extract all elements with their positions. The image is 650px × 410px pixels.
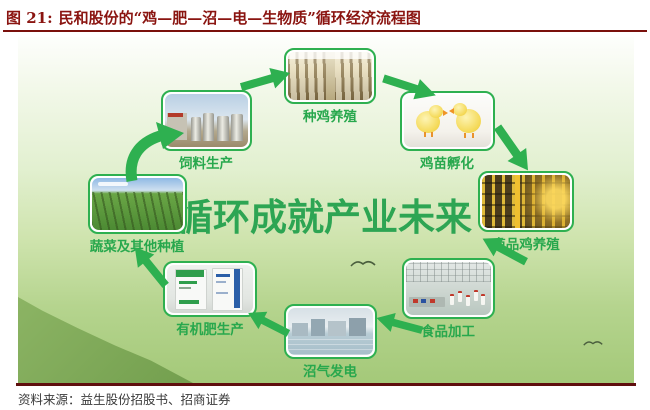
arrow-broiler-to-food-icon	[476, 227, 532, 273]
worker	[449, 294, 454, 305]
node-breeder-farming: 种鸡养殖	[276, 48, 384, 125]
bird-icon	[350, 256, 376, 267]
aisle	[326, 52, 335, 100]
node-biogas-power: 沼气发电	[276, 304, 384, 380]
worker	[465, 295, 470, 306]
food-processing-photo	[401, 258, 495, 319]
bag-green-band	[179, 300, 199, 304]
plant-building	[310, 319, 325, 336]
chick-leg	[430, 132, 433, 137]
chick-leg	[423, 132, 426, 137]
footer-rule	[16, 383, 636, 386]
chick-head	[428, 105, 443, 118]
node-label: 种鸡养殖	[303, 109, 357, 124]
product-item	[429, 299, 435, 303]
breeder-farming-photo	[284, 48, 376, 104]
node-food-processing: 食品加工	[394, 258, 502, 340]
bag-green-band	[176, 270, 204, 277]
arrow-hatch-to-broiler-icon	[486, 119, 540, 179]
diagram-canvas: 循环成就产业未来 饲料生产	[18, 37, 634, 383]
crop-rows	[91, 192, 183, 230]
arrow-feed-to-breeder-icon	[237, 60, 294, 99]
product-item	[412, 299, 418, 303]
node-chick-hatching: 鸡苗孵化	[392, 91, 502, 172]
biogas-power-photo	[283, 304, 377, 359]
source-note: 资料来源：益生股份招股书、招商证券	[18, 392, 231, 407]
node-label: 饲料生产	[179, 156, 233, 171]
center-slogan: 循环成就产业未来	[176, 195, 472, 239]
bag-text-line	[216, 274, 230, 277]
node-vegetable-planting: 蔬菜及其他种植	[76, 174, 198, 255]
bag-text-line	[216, 281, 226, 283]
chick-beak	[448, 108, 454, 114]
node-label: 有机肥生产	[176, 322, 244, 337]
bag-text-line	[216, 292, 228, 294]
silo	[190, 117, 201, 141]
vegetable-planting-photo	[87, 174, 187, 234]
worker	[457, 291, 462, 302]
arrow-breeder-to-hatch-icon	[379, 66, 440, 108]
water-reflection	[287, 336, 373, 355]
plant-building	[348, 318, 366, 336]
chick-hatching-photo	[399, 91, 495, 151]
arrow-food-to-biogas-icon	[373, 306, 426, 342]
node-organic-fertilizer: 有机肥生产	[156, 261, 264, 338]
node-label: 沼气发电	[303, 364, 357, 379]
ceiling	[288, 52, 372, 59]
worker	[480, 294, 485, 305]
cloud	[97, 182, 128, 186]
node-label: 食品加工	[421, 324, 475, 339]
plant-building	[327, 321, 346, 336]
silo	[202, 113, 214, 141]
figure-title: 图 21: 民和股份的“鸡—肥—沼—电—生物质”循环经济流程图	[6, 7, 646, 32]
broiler-farming-photo	[478, 171, 574, 232]
node-feed-production: 饲料生产	[151, 90, 261, 172]
bag-text-line	[179, 287, 191, 289]
worker	[473, 290, 478, 301]
ceiling-trusses	[405, 262, 491, 282]
bag-blue-band	[234, 269, 240, 308]
chick-head	[452, 103, 467, 116]
silo	[230, 114, 243, 141]
arrow-fertilizer-to-vegetable-icon	[124, 238, 176, 293]
bag-text-line	[179, 281, 197, 284]
node-label: 鸡苗孵化	[420, 156, 474, 171]
light-glow	[482, 175, 570, 228]
chick-beak	[442, 110, 448, 116]
silo	[216, 116, 229, 141]
node-label: 蔬菜及其他种植	[89, 239, 185, 254]
node-broiler-farming: 商品鸡养殖	[470, 171, 582, 253]
pillar	[515, 175, 520, 228]
bird-icon	[583, 334, 603, 346]
figure-title-text: 民和股份的“鸡—肥—沼—电—生物质”循环经济流程图	[58, 9, 421, 27]
title-rule	[3, 30, 647, 32]
product-item	[420, 299, 426, 303]
arrow-biogas-to-fertilizer-icon	[242, 302, 294, 344]
conveyor	[408, 297, 445, 307]
feed-production-photo	[160, 90, 252, 151]
chick-leg	[463, 133, 466, 138]
figure-number: 图 21:	[6, 9, 53, 32]
organic-fertilizer-photo	[163, 261, 257, 317]
mill-sign	[167, 113, 183, 117]
arrow-vegetable-to-feed-icon	[122, 121, 186, 185]
chick-leg	[471, 133, 474, 138]
plant-building	[291, 323, 308, 336]
